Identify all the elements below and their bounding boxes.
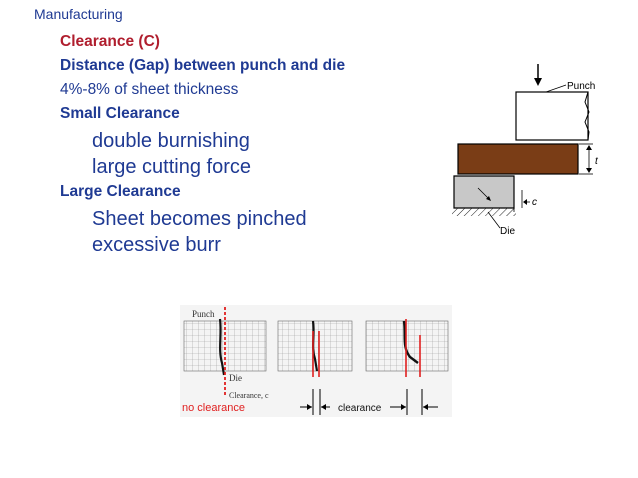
slide-header: Manufacturing bbox=[34, 6, 123, 22]
large-clearance-item: Sheet becomes pinched bbox=[92, 208, 307, 230]
no-clearance-label: no clearance bbox=[182, 402, 245, 414]
die-label: Die bbox=[500, 226, 515, 237]
punch-shape bbox=[515, 91, 589, 141]
small-clearance-item: double burnishing bbox=[92, 130, 250, 152]
punch-label: Punch bbox=[192, 309, 215, 319]
small-clearance-item: large cutting force bbox=[92, 156, 251, 178]
sheet-shape bbox=[457, 143, 579, 175]
punch-label: Punch bbox=[567, 81, 595, 92]
slide-outline: Clearance (C) Distance (Gap) between pun… bbox=[60, 30, 440, 258]
punch-die-diagram: Punch t c Die bbox=[452, 64, 599, 237]
shearing-comparison-diagram: Punch Die Clearance, c no clearance clea… bbox=[180, 305, 452, 417]
grid-panel bbox=[365, 320, 449, 372]
large-clearance-item: excessive burr bbox=[92, 234, 221, 256]
clearance-label: c bbox=[532, 197, 537, 208]
small-clearance-title: Small Clearance bbox=[60, 105, 180, 122]
thickness-label: t bbox=[595, 156, 599, 167]
clearance-range: 4%-8% of sheet thickness bbox=[60, 81, 239, 98]
die-label: Die bbox=[229, 373, 242, 383]
heading-distance: Distance (Gap) between punch and die bbox=[60, 57, 346, 74]
clearance-c-label: Clearance, c bbox=[229, 391, 269, 400]
heading-clearance: Clearance (C) bbox=[60, 33, 160, 50]
die-shape bbox=[453, 175, 515, 209]
clearance-label: clearance bbox=[338, 403, 382, 414]
large-clearance-title: Large Clearance bbox=[60, 183, 181, 200]
